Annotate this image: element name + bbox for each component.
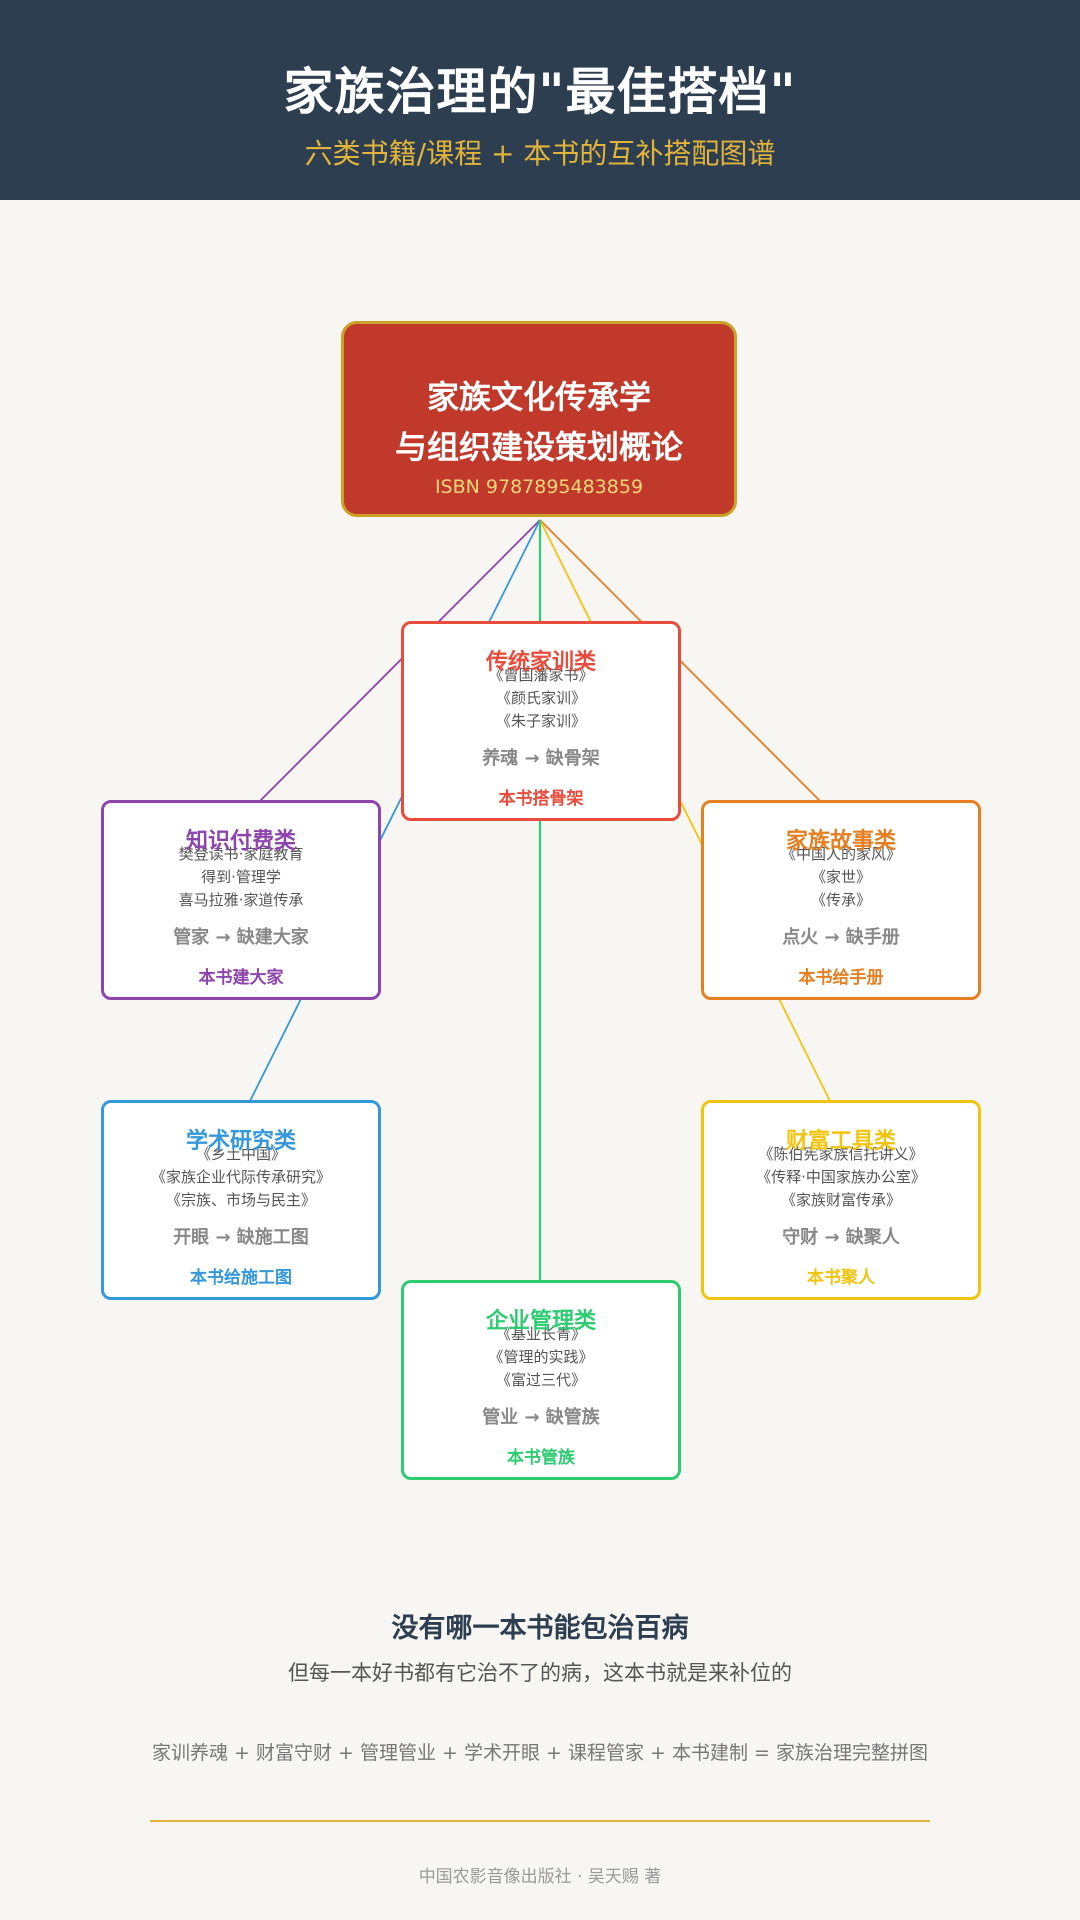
book-item: 《富过三代》 [495,1371,586,1389]
book-item: 《中国人的家风》 [780,845,901,863]
book-item: 《传承》 [810,891,871,909]
category-card-academic: 《乡土中国》 《家族企业代际传承研究》 《宗族、市场与民主》 学术研究类 开眼 … [101,1100,381,1300]
book-item: 《乡土中国》 [195,1145,286,1163]
category-name: 知识付费类 [185,829,296,854]
category-card-wealth: 《陈伯宪家族信托讲义》 《传释·中国家族办公室》 《家族财富传承》 财富工具类 … [701,1100,981,1300]
category-formula: 开眼 → 缺施工图 [173,1227,309,1248]
book-list: 樊登读书·家庭教育 得到·管理学 喜马拉雅·家道传承 [104,843,378,912]
central-book-box: 家族文化传承学 与组织建设策划概论 ISBN 9787895483859 [341,321,737,517]
category-name: 企业管理类 [485,1309,596,1334]
connector-wealth [539,519,831,1102]
central-book-title-line1: 家族文化传承学 [426,378,651,416]
category-answer: 本书给施工图 [190,1268,292,1288]
book-item: 《颜氏家训》 [495,689,586,707]
category-card-knowledge: 樊登读书·家庭教育 得到·管理学 喜马拉雅·家道传承 知识付费类 管家 → 缺建… [101,800,381,1000]
book-list: 《中国人的家风》 《家世》 《传承》 [704,843,978,912]
page-subtitle: 六类书籍/课程 + 本书的互补搭配图谱 [304,137,776,170]
connector-knowledge [259,519,541,802]
category-answer: 本书建大家 [198,968,284,988]
connector-academic [249,519,541,1102]
book-item: 《传释·中国家族办公室》 [756,1168,926,1186]
footer-divider [150,1820,930,1822]
publisher-credit: 中国农影音像出版社 · 吴天赐 著 [418,1867,662,1887]
book-item: 《管理的实践》 [488,1348,594,1366]
category-name: 学术研究类 [185,1129,296,1154]
summary-subtitle: 但每一本好书都有它治不了的病，这本书就是来补位的 [288,1661,792,1685]
category-formula: 养魂 → 缺骨架 [482,748,600,769]
book-item: 《朱子家训》 [495,712,586,730]
book-item: 《陈伯宪家族信托讲义》 [758,1145,924,1163]
book-item: 樊登读书·家庭教育 [178,845,304,863]
book-item: 喜马拉雅·家道传承 [178,891,304,909]
category-card-traditional: 《曾国藩家书》 《颜氏家训》 《朱子家训》 传统家训类 养魂 → 缺骨架 本书搭… [401,621,681,821]
category-name: 财富工具类 [785,1129,896,1154]
book-item: 《家族财富传承》 [780,1191,901,1209]
category-formula: 管家 → 缺建大家 [173,927,309,948]
header-banner: 家族治理的"最佳搭档" 六类书籍/课程 + 本书的互补搭配图谱 [0,0,1080,200]
page-title: 家族治理的"最佳搭档" [283,63,797,121]
book-item: 《宗族、市场与民主》 [165,1191,316,1209]
category-answer: 本书搭骨架 [498,789,584,809]
category-name: 传统家训类 [485,650,596,675]
book-item: 《曾国藩家书》 [488,666,594,684]
category-answer: 本书聚人 [807,1268,875,1288]
category-answer: 本书管族 [507,1448,575,1468]
category-name: 家族故事类 [785,829,896,854]
book-item: 《基业长青》 [495,1325,586,1343]
category-formula: 点火 → 缺手册 [782,927,900,948]
summary-equation: 家训养魂 + 财富守财 + 管理管业 + 学术开眼 + 课程管家 + 本书建制 … [152,1742,928,1764]
category-card-story: 《中国人的家风》 《家世》 《传承》 家族故事类 点火 → 缺手册 本书给手册 [701,800,981,1000]
book-item: 《家族企业代际传承研究》 [150,1168,331,1186]
book-list: 《陈伯宪家族信托讲义》 《传释·中国家族办公室》 《家族财富传承》 [704,1143,978,1212]
category-formula: 守财 → 缺聚人 [782,1227,900,1248]
book-item: 得到·管理学 [201,868,281,886]
summary-title: 没有哪一本书能包治百病 [391,1613,689,1644]
book-list: 《乡土中国》 《家族企业代际传承研究》 《宗族、市场与民主》 [104,1143,378,1212]
central-book-title-line2: 与组织建设策划概论 [394,428,683,466]
category-answer: 本书给手册 [798,968,884,988]
book-list: 《曾国藩家书》 《颜氏家训》 《朱子家训》 [404,664,678,733]
book-list: 《基业长青》 《管理的实践》 《富过三代》 [404,1323,678,1392]
central-book-isbn: ISBN 9787895483859 [434,476,644,498]
category-formula: 管业 → 缺管族 [482,1407,600,1428]
category-card-management: 《基业长青》 《管理的实践》 《富过三代》 企业管理类 管业 → 缺管族 本书管… [401,1280,681,1480]
book-item: 《家世》 [810,868,871,886]
